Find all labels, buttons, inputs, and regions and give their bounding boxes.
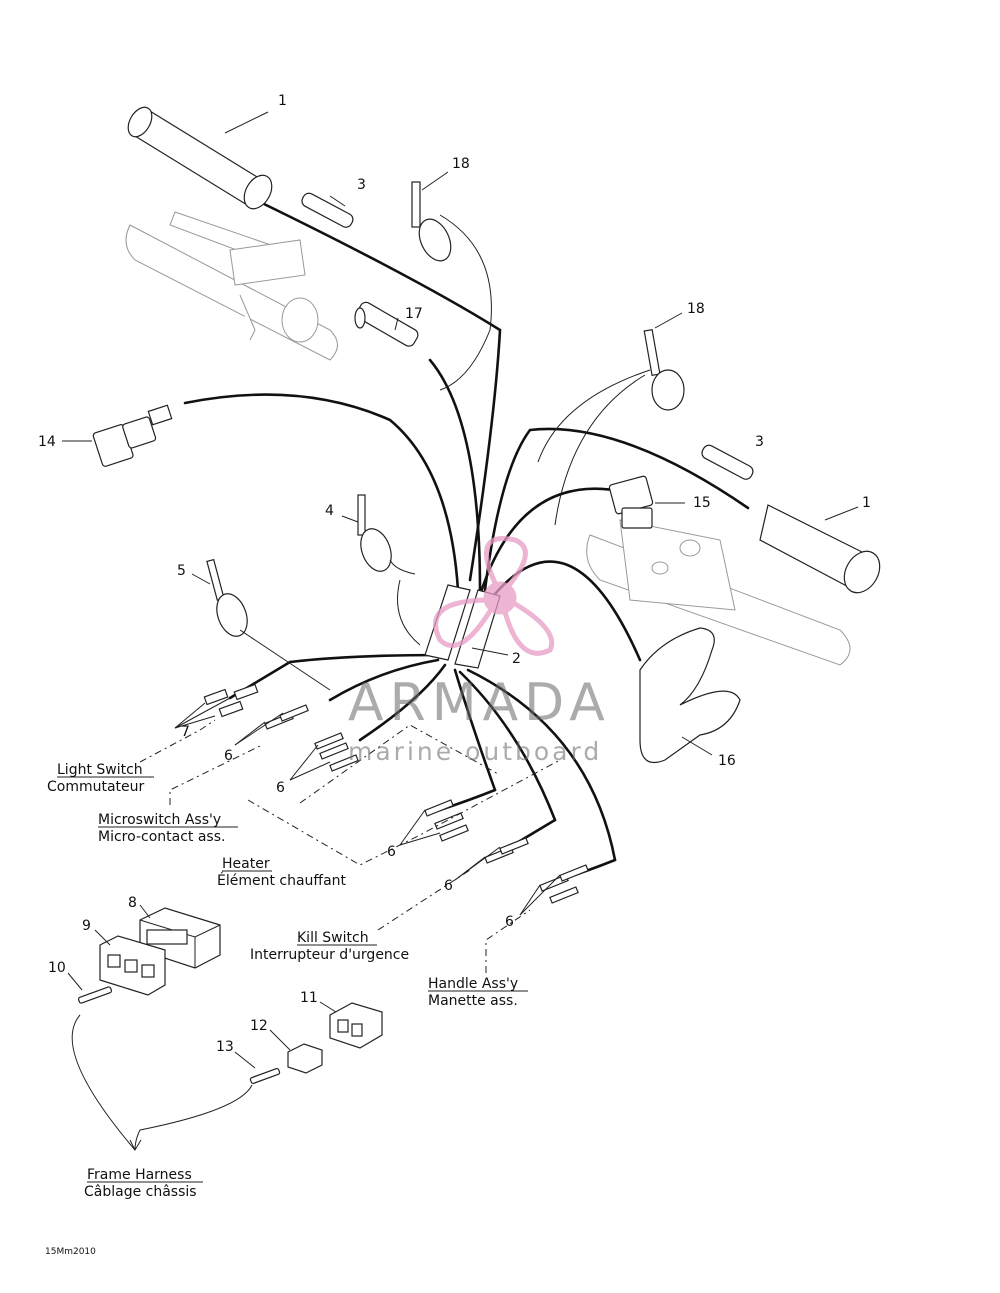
callout-8: 8 [128, 895, 137, 911]
label-handle-en: Handle Ass'y [428, 976, 518, 992]
callout-18-right: 18 [687, 301, 705, 317]
label-microswitch-fr: Micro-contact ass. [98, 829, 225, 845]
connector-plug-17 [354, 301, 419, 347]
right-handlebar-ghost [586, 519, 851, 666]
label-light-switch-en: Light Switch [57, 762, 143, 778]
heating-tube-left [301, 192, 354, 228]
callout-1-right: 1 [862, 495, 871, 511]
heating-tube-right [701, 444, 754, 480]
watermark-tagline: marine outboard [348, 737, 602, 766]
terminals-7 [203, 683, 259, 718]
cable-tie-right [643, 328, 685, 411]
terminal-10 [77, 986, 113, 1004]
callout-6-a: 6 [224, 748, 233, 764]
connector-9 [99, 935, 166, 996]
callout-14: 14 [38, 434, 56, 450]
watermark-brand: ARMADA [348, 673, 611, 733]
connector-11 [329, 1002, 383, 1049]
throttle-lever-16 [639, 627, 741, 764]
cable-tie-5 [206, 558, 248, 637]
grip-right [759, 504, 881, 594]
callout-10: 10 [48, 960, 66, 976]
callout-6-d: 6 [444, 878, 453, 894]
terminals-6 [264, 704, 589, 904]
component-labels: Light Switch Commutateur Microswitch Ass… [47, 762, 518, 1200]
callout-16: 16 [718, 753, 736, 769]
propeller-icon [433, 536, 555, 656]
callout-1-left: 1 [278, 93, 287, 109]
leader-lines [62, 111, 859, 1152]
callout-3-right: 3 [755, 434, 764, 450]
callout-numbers: 1 3 18 17 14 18 3 15 1 4 5 2 16 7 6 6 6 … [38, 93, 871, 1055]
label-underlines [57, 776, 528, 1183]
callout-11: 11 [300, 990, 318, 1006]
callout-3-left: 3 [357, 177, 366, 193]
label-kill-switch-en: Kill Switch [297, 930, 369, 946]
label-light-switch-fr: Commutateur [47, 779, 145, 795]
label-handle-fr: Manette ass. [428, 993, 518, 1009]
drawing-code: 15Mm2010 [45, 1247, 96, 1257]
callout-6-c: 6 [387, 844, 396, 860]
callout-6-b: 6 [276, 780, 285, 796]
cable-tie-4 [357, 494, 392, 572]
left-handlebar-ghost [125, 211, 338, 361]
callout-2: 2 [512, 651, 521, 667]
callout-9: 9 [82, 918, 91, 934]
label-microswitch-en: Microswitch Ass'y [98, 812, 221, 828]
label-frame-harness-fr: Câblage châssis [84, 1184, 197, 1200]
callout-4: 4 [325, 503, 334, 519]
callout-17: 17 [405, 306, 423, 322]
grip-left [127, 106, 273, 210]
callout-5: 5 [177, 563, 186, 579]
callout-7: 7 [181, 724, 190, 740]
label-kill-switch-fr: Interrupteur d'urgence [250, 947, 409, 963]
group-indicators [139, 719, 561, 973]
cable-tie-left [411, 181, 452, 262]
label-heater-fr: Élément chauffant [217, 872, 347, 889]
light-switch-part [92, 404, 173, 467]
switch-15 [608, 475, 654, 529]
connector-12 [287, 1043, 323, 1074]
watermark-logo: ARMADA marine outboard [348, 536, 611, 766]
terminal-13 [249, 1068, 281, 1084]
callout-18-left: 18 [452, 156, 470, 172]
label-heater-en: Heater [222, 856, 270, 872]
callout-15: 15 [693, 495, 711, 511]
label-frame-harness-en: Frame Harness [87, 1167, 192, 1183]
callout-13: 13 [216, 1039, 234, 1055]
callout-6-e: 6 [505, 914, 514, 930]
callout-12: 12 [250, 1018, 268, 1034]
